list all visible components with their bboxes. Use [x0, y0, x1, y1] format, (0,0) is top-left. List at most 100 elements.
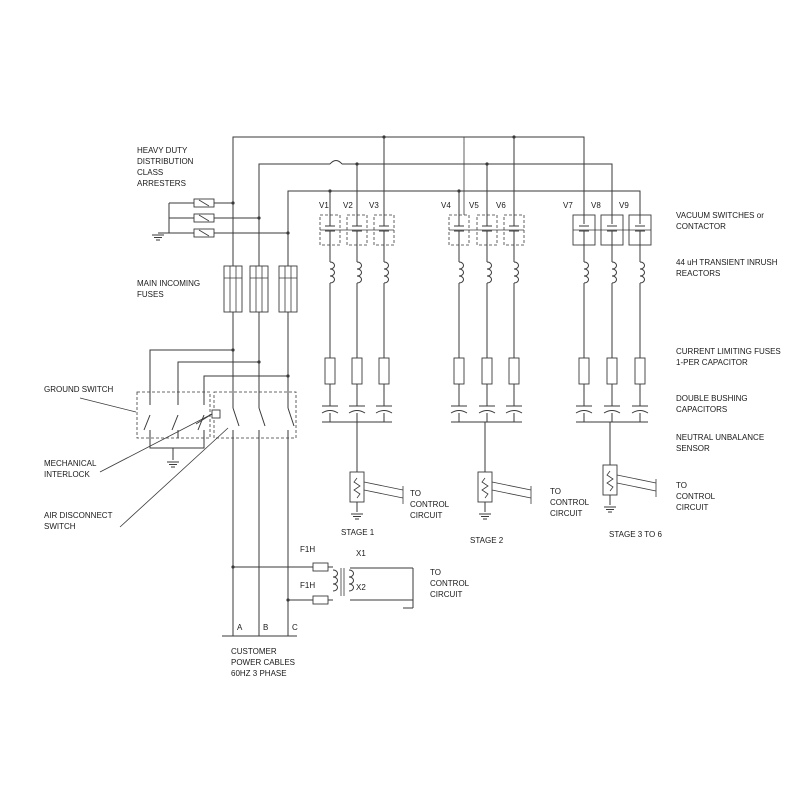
- to-control-circuit-label: CONTROL: [430, 579, 470, 588]
- wire: [203, 375, 288, 400]
- double-bushing-capacitor: [575, 410, 593, 414]
- sensor-coil: [481, 477, 489, 499]
- customer-cables-label: CUSTOMER: [231, 647, 277, 656]
- neutral-sensor-label: SENSOR: [676, 444, 710, 453]
- junction-dot: [355, 162, 359, 166]
- transformer-primary: [332, 569, 338, 592]
- mechanical-interlock: [211, 409, 221, 419]
- wiring: [79, 135, 657, 637]
- inrush-reactor: [583, 261, 589, 284]
- air-disconnect-frame: [213, 391, 297, 439]
- surge-arrester: [198, 214, 210, 222]
- inrush-reactor: [356, 261, 362, 284]
- junction-dot: [257, 360, 261, 364]
- air-disconnect-label: SWITCH: [44, 522, 76, 531]
- switch-id-label: V9: [619, 201, 629, 210]
- reactors-label: 44 uH TRANSIENT INRUSH: [676, 258, 778, 267]
- to-control-circuit-label: TO: [410, 489, 421, 498]
- ground-bus: [149, 438, 205, 449]
- inrush-reactor: [513, 261, 519, 284]
- current-limiting-fuse: [606, 357, 618, 385]
- capacitors-label: CAPACITORS: [676, 405, 727, 414]
- double-bushing-capacitor: [603, 410, 621, 414]
- sensor-coil: [353, 477, 361, 499]
- leader-mechanical-interlock: [99, 413, 213, 473]
- junction-dot: [231, 348, 235, 352]
- surge-arrester: [198, 199, 210, 207]
- to-control-circuit-label: TO: [430, 568, 441, 577]
- switch-blade: [197, 414, 205, 431]
- stage-3-to-6-label: STAGE 3 TO 6: [609, 530, 662, 539]
- switch-id-label: V5: [469, 201, 479, 210]
- sensor-lead: [491, 489, 532, 499]
- ground-switch-frame: [136, 391, 211, 439]
- wire: [232, 136, 585, 315]
- arresters-label: ARRESTERS: [137, 179, 186, 188]
- mechanical-interlock-label: INTERLOCK: [44, 470, 90, 479]
- current-limiting-fuse: [481, 357, 493, 385]
- junction-dot: [257, 216, 261, 220]
- annotations: HEAVY DUTYDISTRIBUTIONCLASSARRESTERSMAIN…: [44, 146, 781, 678]
- transformer-secondary: [348, 569, 354, 592]
- switch-id-label: V7: [563, 201, 573, 210]
- to-control-circuit-label: CONTROL: [410, 500, 450, 509]
- current-limiting-fuse: [508, 357, 520, 385]
- leader-air-disconnect: [119, 427, 229, 528]
- wire: [342, 163, 613, 215]
- to-control-circuit-label: TO: [676, 481, 687, 490]
- bus-crossover: [329, 160, 343, 165]
- arresters-label: HEAVY DUTY: [137, 146, 188, 155]
- junction-dot: [231, 565, 235, 569]
- capacitors-label: DOUBLE BUSHING: [676, 394, 748, 403]
- junction-dot: [286, 374, 290, 378]
- inrush-reactor: [486, 261, 492, 284]
- x1-label: X1: [356, 549, 366, 558]
- wire: [258, 163, 330, 315]
- disconnect-blade: [232, 407, 240, 427]
- x2-label: X2: [356, 583, 366, 592]
- wire: [177, 361, 259, 400]
- disconnect-blade: [258, 407, 266, 427]
- switch-blade: [171, 414, 179, 431]
- inrush-reactor: [639, 261, 645, 284]
- stage-1-label: STAGE 1: [341, 528, 375, 537]
- inrush-reactor: [611, 261, 617, 284]
- vacuum-switches-label: CONTACTOR: [676, 222, 726, 231]
- to-control-circuit-label: CIRCUIT: [676, 503, 709, 512]
- to-control-circuit-label: CONTROL: [676, 492, 716, 501]
- switch-id-label: V3: [369, 201, 379, 210]
- junction-dot: [382, 135, 386, 139]
- to-control-circuit-label: CIRCUIT: [550, 509, 583, 518]
- neutral-sensor-label: NEUTRAL UNBALANCE: [676, 433, 764, 442]
- current-limiting-fuse: [351, 357, 363, 385]
- f1h-label: F1H: [300, 545, 315, 554]
- inrush-reactor: [458, 261, 464, 284]
- ground-switch-label: GROUND SWITCH: [44, 385, 114, 394]
- arresters-label: DISTRIBUTION: [137, 157, 194, 166]
- control-fuse: [312, 595, 329, 605]
- switch-id-label: V1: [319, 201, 329, 210]
- f1h-label: F1H: [300, 581, 315, 590]
- junction-dot: [231, 201, 235, 205]
- sensor-lead: [491, 481, 532, 491]
- current-limiting-fuse: [634, 357, 646, 385]
- customer-cables-label: 60HZ 3 PHASE: [231, 669, 287, 678]
- current-limiting-fuses-label: CURRENT LIMITING FUSES: [676, 347, 781, 356]
- double-bushing-capacitor: [375, 410, 393, 414]
- double-bushing-capacitor: [321, 410, 339, 414]
- current-limiting-fuses-label: 1-PER CAPACITOR: [676, 358, 748, 367]
- switch-id-label: V8: [591, 201, 601, 210]
- air-disconnect-label: AIR DISCONNECT: [44, 511, 113, 520]
- junction-dot: [328, 189, 332, 193]
- junction-dot: [286, 598, 290, 602]
- switch-id-label: V2: [343, 201, 353, 210]
- inrush-reactor: [383, 261, 389, 284]
- current-limiting-fuse: [378, 357, 390, 385]
- double-bushing-capacitor: [348, 410, 366, 414]
- double-bushing-capacitor: [505, 410, 523, 414]
- to-control-circuit-label: CIRCUIT: [430, 590, 463, 599]
- junction-dot: [457, 189, 461, 193]
- sensor-lead: [363, 489, 404, 499]
- vacuum-switches-label: VACUUM SWITCHES or: [676, 211, 764, 220]
